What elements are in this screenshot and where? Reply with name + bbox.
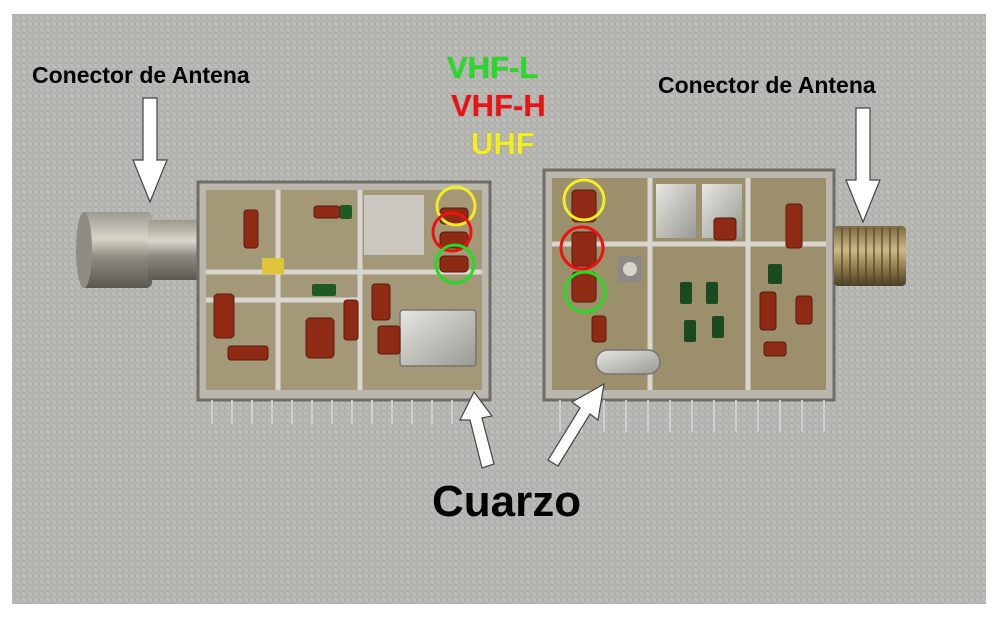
- left-antenna-connector-neck: [148, 220, 208, 280]
- band-label-vhf-l: VHF-L: [447, 50, 539, 85]
- right-antenna-label: Conector de Antena: [658, 72, 876, 98]
- right-antenna-arrow: [845, 107, 881, 224]
- left-antenna-arrow: [132, 97, 168, 204]
- left-uhf-circle: [435, 185, 477, 227]
- left-tuner: [76, 180, 492, 424]
- left-vhf-l-circle: [434, 243, 476, 285]
- left-antenna-label: Conector de Antena: [32, 62, 250, 88]
- right-vhf-h-circle: [559, 225, 605, 271]
- band-label-uhf: UHF: [471, 126, 535, 161]
- right-tuner: [542, 168, 906, 432]
- right-crystal-arrow: [547, 382, 605, 467]
- right-vhf-l-circle: [563, 270, 607, 314]
- right-crystal: [595, 349, 661, 375]
- left-crystal-arrow: [459, 390, 495, 469]
- right-uhf-circle: [562, 178, 606, 222]
- left-antenna-connector: [80, 212, 152, 288]
- band-label-vhf-h: VHF-H: [451, 88, 546, 123]
- right-antenna-connector: [834, 226, 906, 286]
- crystal-label: Cuarzo: [432, 477, 582, 526]
- left-crystal: [399, 309, 477, 367]
- left-vhf-h-circle: [431, 211, 473, 253]
